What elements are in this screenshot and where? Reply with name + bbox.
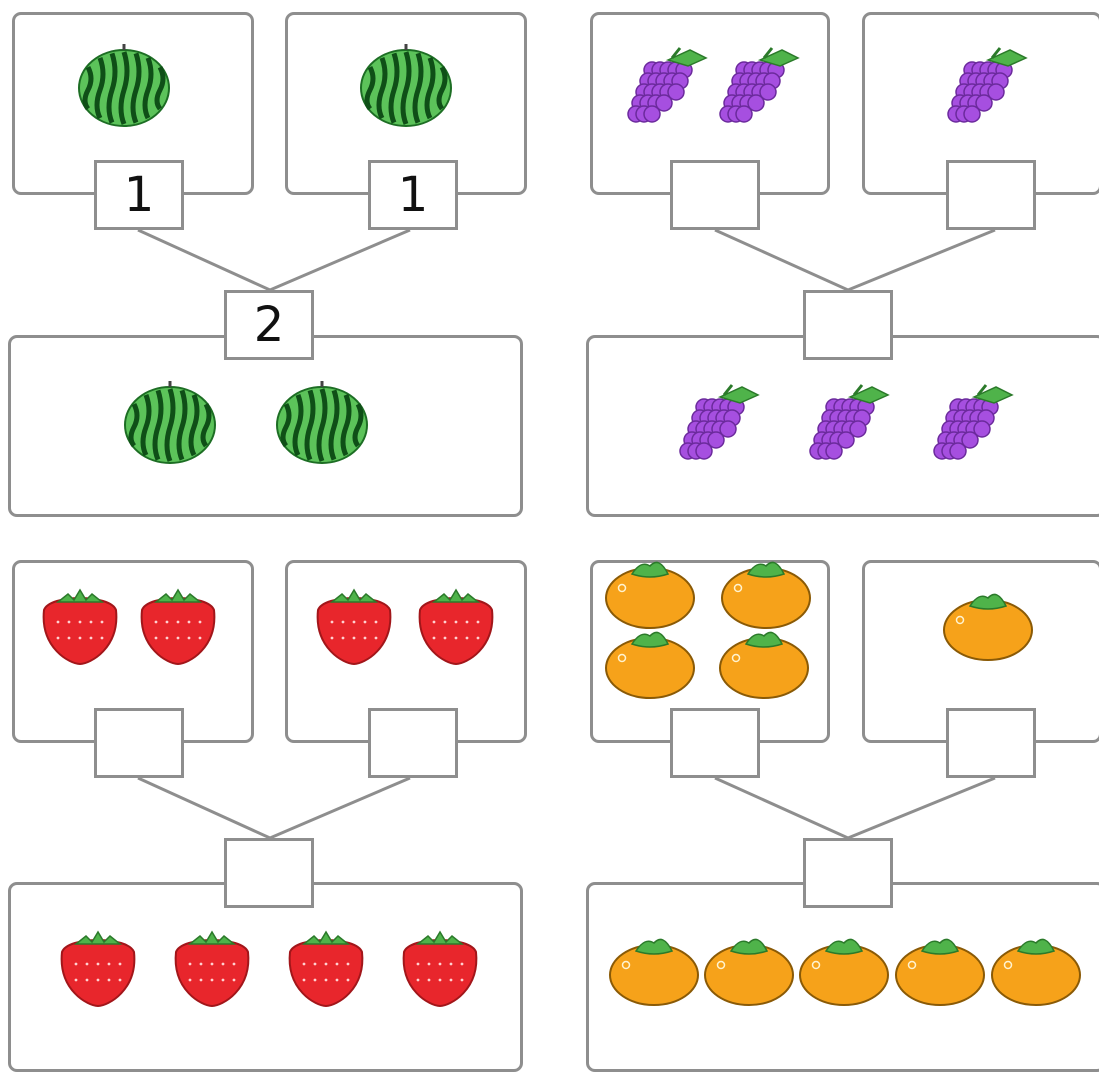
orange-icon <box>943 593 1033 661</box>
orange-icon <box>895 938 985 1006</box>
answer-box-total[interactable] <box>803 290 893 360</box>
answer-box-total[interactable]: 2 <box>224 290 314 360</box>
orange-icon <box>991 938 1081 1006</box>
orange-icon <box>605 631 695 699</box>
answer-box-total[interactable] <box>803 838 893 908</box>
grapes-icon <box>719 47 800 123</box>
answer-box-right[interactable] <box>368 708 458 778</box>
answer-box-right[interactable] <box>946 160 1036 230</box>
strawberry-icon <box>60 930 136 1008</box>
grapes-icon <box>947 47 1028 123</box>
answer-box-right[interactable] <box>946 708 1036 778</box>
grapes-icon <box>933 384 1014 460</box>
answer-box-left[interactable] <box>670 708 760 778</box>
orange-icon <box>799 938 889 1006</box>
orange-icon <box>605 561 695 629</box>
watermelon-icon <box>124 381 216 464</box>
strawberry-icon <box>402 930 478 1008</box>
strawberry-icon <box>42 588 118 666</box>
strawberry-icon <box>140 588 216 666</box>
orange-icon <box>719 631 809 699</box>
watermelon-icon <box>276 381 368 464</box>
watermelon-icon <box>78 44 170 127</box>
strawberry-icon <box>174 930 250 1008</box>
answer-box-total[interactable] <box>224 838 314 908</box>
strawberry-icon <box>316 588 392 666</box>
answer-box-left[interactable] <box>670 160 760 230</box>
answer-box-left[interactable]: 1 <box>94 160 184 230</box>
watermelon-icon <box>360 44 452 127</box>
answer-box-right[interactable]: 1 <box>368 160 458 230</box>
grapes-icon <box>679 384 760 460</box>
orange-icon <box>609 938 699 1006</box>
grapes-icon <box>627 47 708 123</box>
strawberry-icon <box>418 588 494 666</box>
grapes-icon <box>809 384 890 460</box>
orange-icon <box>721 561 811 629</box>
answer-box-left[interactable] <box>94 708 184 778</box>
strawberry-icon <box>288 930 364 1008</box>
whole-box <box>8 335 523 517</box>
orange-icon <box>704 938 794 1006</box>
